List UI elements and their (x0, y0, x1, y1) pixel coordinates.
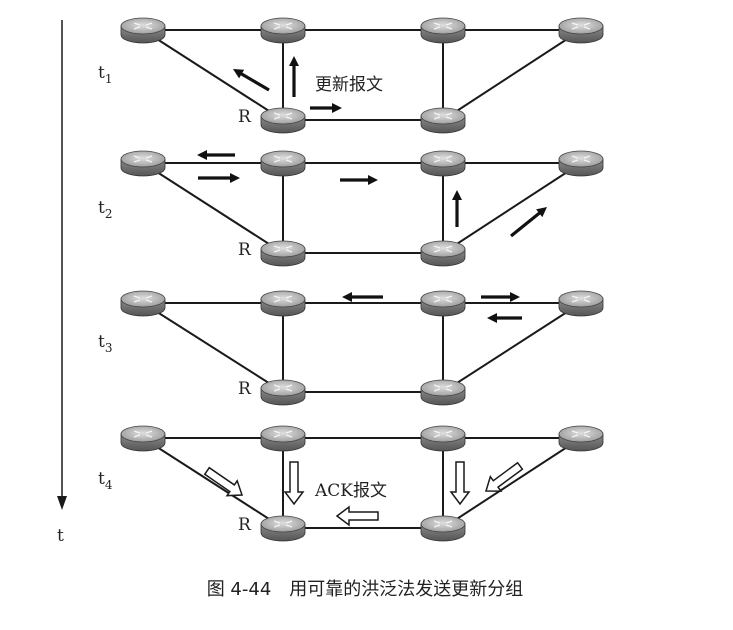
update-arrow (289, 56, 299, 97)
router-icon (558, 17, 604, 44)
router-r-label: R (238, 240, 252, 260)
router-icon (420, 17, 466, 44)
update-arrow (342, 292, 383, 302)
router-icon (558, 425, 604, 452)
router-icon (120, 17, 166, 44)
router-icon (120, 290, 166, 317)
network-link (442, 162, 582, 254)
router-icon (120, 150, 166, 177)
router-icon (420, 515, 466, 542)
router-r-label: R (238, 515, 252, 535)
router-icon (420, 150, 466, 177)
router-icon (120, 425, 166, 452)
update-arrow (340, 175, 378, 185)
router-icon (260, 150, 306, 177)
network-link (442, 437, 582, 529)
router-r-label: R (238, 107, 252, 127)
update-arrow (310, 103, 342, 113)
ack-arrow (203, 466, 244, 497)
network-stage-t2: Rt2 (98, 150, 604, 267)
network-link (142, 162, 284, 254)
router-icon (260, 240, 306, 267)
update-arrow (509, 207, 547, 238)
network-link (142, 437, 284, 529)
network-link (142, 302, 284, 393)
ack-arrow (449, 461, 471, 506)
network-stage-t3: Rt3 (98, 290, 604, 406)
update-arrow (481, 292, 520, 302)
figure-caption: 图 4-44 用可靠的洪泛法发送更新分组 (207, 579, 524, 600)
ack-arrow (283, 461, 305, 506)
router-r-label: R (238, 379, 252, 399)
update-arrow (452, 190, 462, 227)
time-axis-label: t (57, 526, 64, 546)
update-arrow (198, 173, 240, 183)
router-icon (260, 379, 306, 406)
network-link (442, 302, 582, 393)
message-label-update: 更新报文 (315, 75, 383, 95)
router-icon (420, 240, 466, 267)
router-icon (420, 425, 466, 452)
stage-time-label: t2 (98, 198, 112, 221)
ack-arrow (335, 505, 379, 527)
router-icon (260, 17, 306, 44)
time-axis: t (57, 20, 67, 546)
update-arrow (233, 69, 270, 92)
router-icon (260, 425, 306, 452)
router-icon (558, 290, 604, 317)
stage-time-label: t1 (98, 63, 112, 86)
router-icon (420, 379, 466, 406)
router-icon (260, 290, 306, 317)
router-icon (420, 290, 466, 317)
router-icon (260, 107, 306, 134)
router-icon (558, 150, 604, 177)
network-link (142, 29, 284, 121)
router-icon (260, 515, 306, 542)
update-arrow (487, 313, 522, 323)
message-label-ack: ACK报文 (314, 481, 387, 501)
router-icon (420, 107, 466, 134)
update-arrow (197, 150, 235, 160)
network-stage-t1: Rt1 更新报文 (98, 17, 604, 134)
stage-time-label: t4 (98, 469, 113, 492)
network-link (442, 29, 582, 121)
stage-time-label: t3 (98, 332, 112, 355)
ack-arrow (484, 461, 524, 492)
